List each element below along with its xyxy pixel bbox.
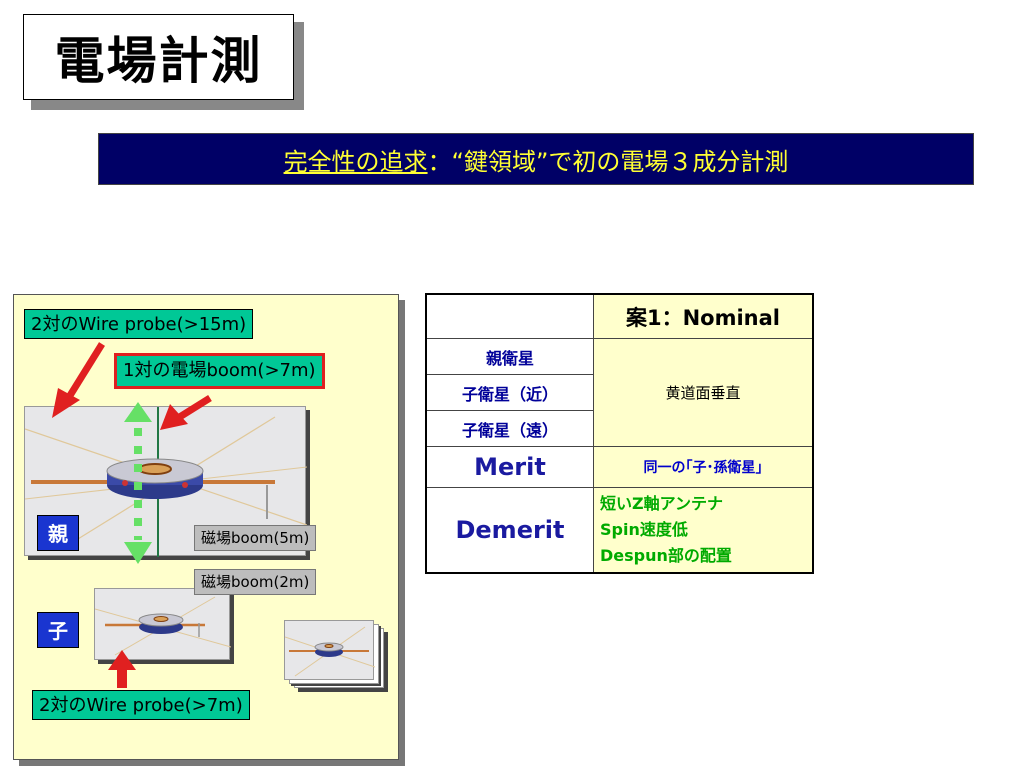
child-satellite-label: 子 [37, 612, 79, 648]
arrow-head-wire-probe-child [108, 650, 136, 670]
child-satellite-drawing [94, 596, 232, 656]
demerit-line: Despun部の配置 [600, 546, 732, 565]
wire-probe-child-label: 2対のWire probe(>7m) [32, 690, 250, 720]
mag-boom-parent-label: 磁場boom(5m) [194, 525, 317, 551]
mag-boom-child-label: 磁場boom(2m) [194, 569, 317, 595]
subtitle-emphasis: 完全性の追求 [283, 147, 428, 176]
plan-header: 案1：Nominal [593, 293, 814, 339]
demerit-value: 短いZ軸アンテナ Spin速度低 Despun部の配置 [593, 487, 814, 574]
page-title: 電場計測 [23, 14, 294, 100]
row-parent-satellite: 親衛星 [425, 338, 594, 375]
table-corner-cell [425, 293, 594, 339]
demerit-label: Demerit [425, 487, 594, 574]
child-satellite-image [94, 588, 232, 660]
orientation-cell: 黄道面垂直 [593, 338, 814, 447]
grandchild-satellite-image [284, 620, 376, 680]
row-child-far: 子衛星（遠） [425, 410, 594, 447]
row-child-near: 子衛星（近） [425, 374, 594, 411]
subtitle-text: ：“鍵領域”で初の電場３成分計測 [427, 147, 789, 176]
subtitle-band: 完全性の追求：“鍵領域”で初の電場３成分計測 [98, 133, 974, 185]
arrow-head-wire-probe-parent [52, 388, 80, 418]
arrow-head-efield-boom [160, 404, 188, 430]
parent-satellite-label: 親 [37, 515, 79, 551]
demerit-line: 短いZ軸アンテナ [600, 494, 723, 513]
parent-satellite-image [24, 406, 308, 557]
efield-boom-label: 1対の電場boom(>7m) [114, 353, 325, 389]
arrow-efield-boom [176, 395, 212, 421]
comparison-table: 案1：Nominal 親衛星 黄道面垂直 子衛星（近） 子衛星（遠） Merit… [425, 293, 814, 574]
green-arrow-up [124, 402, 152, 422]
parent-satellite-drawing [24, 407, 308, 557]
merit-value: 同一の｢子･孫衛星｣ [593, 446, 814, 488]
arrow-wire-probe-parent [63, 342, 105, 404]
green-arrow-down [124, 542, 152, 564]
grandchild-satellite-drawing [284, 626, 376, 677]
wire-probe-parent-label: 2対のWire probe(>15m) [24, 309, 254, 339]
merit-label: Merit [425, 446, 594, 488]
demerit-line: Spin速度低 [600, 520, 688, 539]
